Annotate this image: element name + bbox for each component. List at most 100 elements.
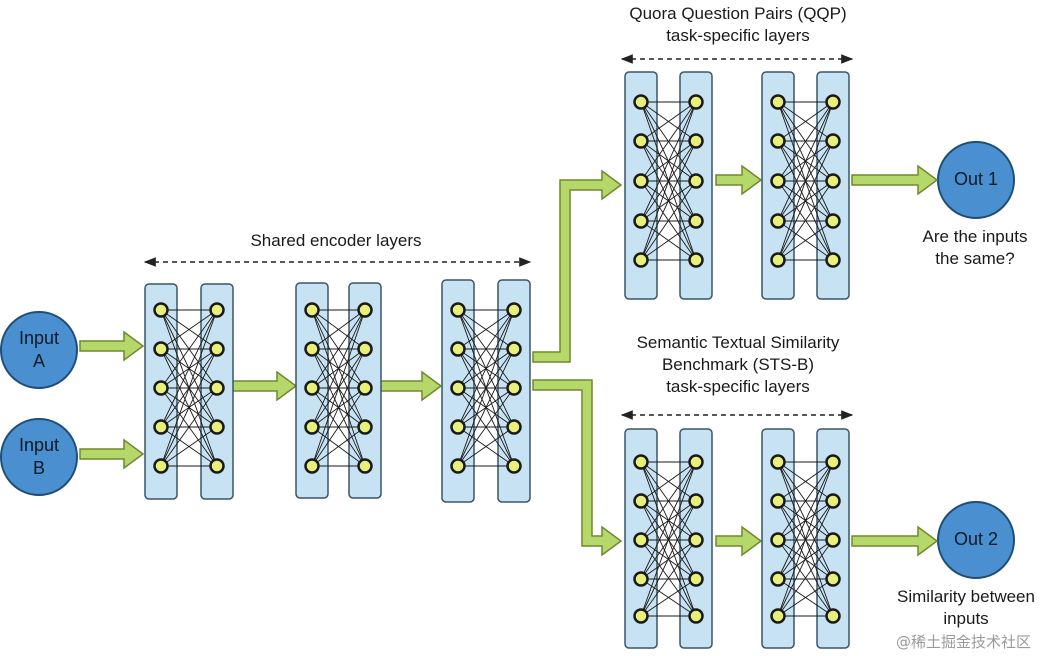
shared-layer-1-connection [160,309,218,389]
shared-layer-1-connection [160,348,218,467]
shared-layer-1-connection [160,309,218,428]
input-b-arrow [79,438,145,470]
shared-layer-2-connection [311,309,366,428]
sts-layer-1-neuron [633,608,649,624]
out-1-caption-line1: Are the inputs [922,227,1028,246]
sts-layer-2-connection [777,461,834,541]
sts-layer-1-neuron [633,532,649,548]
qqp-layer-1-neuron [688,213,704,229]
sts-layer-1-connection [640,578,697,617]
shared-layer-3-neuron [506,302,522,318]
qqp-layer-1-connection [640,101,697,142]
shared-layer-2-connection [311,348,366,467]
qqp-layer-1-connection [640,101,697,222]
sts-layer-1-connection [640,461,697,617]
sts-layer-2-neuron [770,608,786,624]
shared-layer-3-connection [457,426,515,467]
shared-layer-1-connection [160,309,218,350]
sts-layer-2-neuron [770,493,786,509]
qqp-layer-1-neuron [633,173,649,189]
shared-layer-1-neuron [153,302,169,318]
sts-layer-2-connection [777,461,834,580]
sts-layer-2-neuron [770,454,786,470]
sts-layer-2-connection [777,578,834,617]
input-b-circle [0,418,78,496]
out-2-arrow [851,525,939,557]
shared-layer-1-connection [160,426,218,467]
shared-layer-1-neuron [153,380,169,396]
qqp-layer-1-neuron [633,213,649,229]
out-1-caption-line2: the same? [935,249,1015,268]
shared-layer-3-neuron [506,380,522,396]
qqp-layer-1-neuron [633,252,649,268]
shared-layer-1-neuron [209,302,225,318]
shared-layer-1-neuron [209,341,225,357]
qqp-layer-2-neuron [825,173,841,189]
qqp-layer-2-connection [777,220,834,261]
out-2-caption-line2: inputs [943,609,989,628]
shared-layer-3-connection [457,309,515,389]
branch-arrow-sts [532,379,623,557]
shared-layer-1-neuron [153,458,169,474]
qqp-layer-2-connection [777,101,834,261]
sts-layer-2-neuron [825,608,841,624]
qqp-layer-2-connection [777,180,834,261]
shared-layer-2-neuron [304,341,320,357]
sts-layer-1-neuron [633,571,649,587]
shared-layer-2-connection [311,309,366,389]
shared-arrow-2 [377,370,443,402]
qqp-inner-arrow [715,164,763,196]
shared-layer-3-neuron [450,419,466,435]
input-a-line1: Input [18,328,60,348]
out-2-label: Out 2 [953,529,999,549]
out-2-circle [937,501,1015,579]
sts-layer-1-neuron [688,493,704,509]
shared-layer-2-neuron [357,341,373,357]
sts-layer-2-connection [777,461,834,617]
qqp-layer-1-neuron [633,94,649,110]
shared-arrow-1 [231,370,298,402]
shared-layer-3-connection [457,348,515,467]
qqp-layer-2-connection [777,101,834,142]
shared-layer-1-neuron [153,341,169,357]
qqp-title-line2: task-specific layers [666,26,810,45]
qqp-layer-2-neuron [770,213,786,229]
sts-layer-2-neuron [825,493,841,509]
qqp-layer-1-connection [640,180,697,261]
shared-layer-2-connection [311,309,366,467]
shared-layer-2-neuron [304,419,320,435]
qqp-layer-1-connection [640,101,697,182]
sts-layer-1-connection [640,461,697,502]
shared-layer-3-neuron [450,458,466,474]
qqp-layer-2-neuron [825,213,841,229]
watermark: @稀土掘金技术社区 [896,633,1032,651]
sts-layer-2-neuron [825,571,841,587]
qqp-layer-2-neuron [770,94,786,110]
shared-layer-3-connection [457,309,515,428]
out-2-caption-line1: Similarity between [897,587,1035,606]
shared-layer-2-neuron [357,419,373,435]
qqp-layer-1-connection [640,220,697,261]
out-2-caption: Similarity between inputs [876,586,1056,630]
sts-layer-1-neuron [633,454,649,470]
out-1-caption: Are the inputs the same? [880,226,1056,270]
shared-layer-2-connection [311,387,366,467]
sts-layer-1-connection [640,461,697,580]
qqp-title-line1: Quora Question Pairs (QQP) [629,4,847,23]
sts-layer-1-neuron [633,493,649,509]
shared-layer-2-neuron [304,380,320,396]
input-a-circle [0,311,78,389]
shared-layer-2-connection [311,426,366,467]
shared-layer-3-neuron [450,341,466,357]
shared-layer-3-connection [457,309,515,350]
shared-layer-3-neuron [506,458,522,474]
sts-layer-2-neuron [770,532,786,548]
qqp-layer-2-connection [777,140,834,261]
shared-layer-3-connection [457,309,515,467]
sts-layer-1-neuron [688,571,704,587]
qqp-layer-1-neuron [688,173,704,189]
qqp-layer-1-neuron [688,252,704,268]
qqp-layer-1-neuron [633,133,649,149]
shared-layer-1-neuron [209,419,225,435]
